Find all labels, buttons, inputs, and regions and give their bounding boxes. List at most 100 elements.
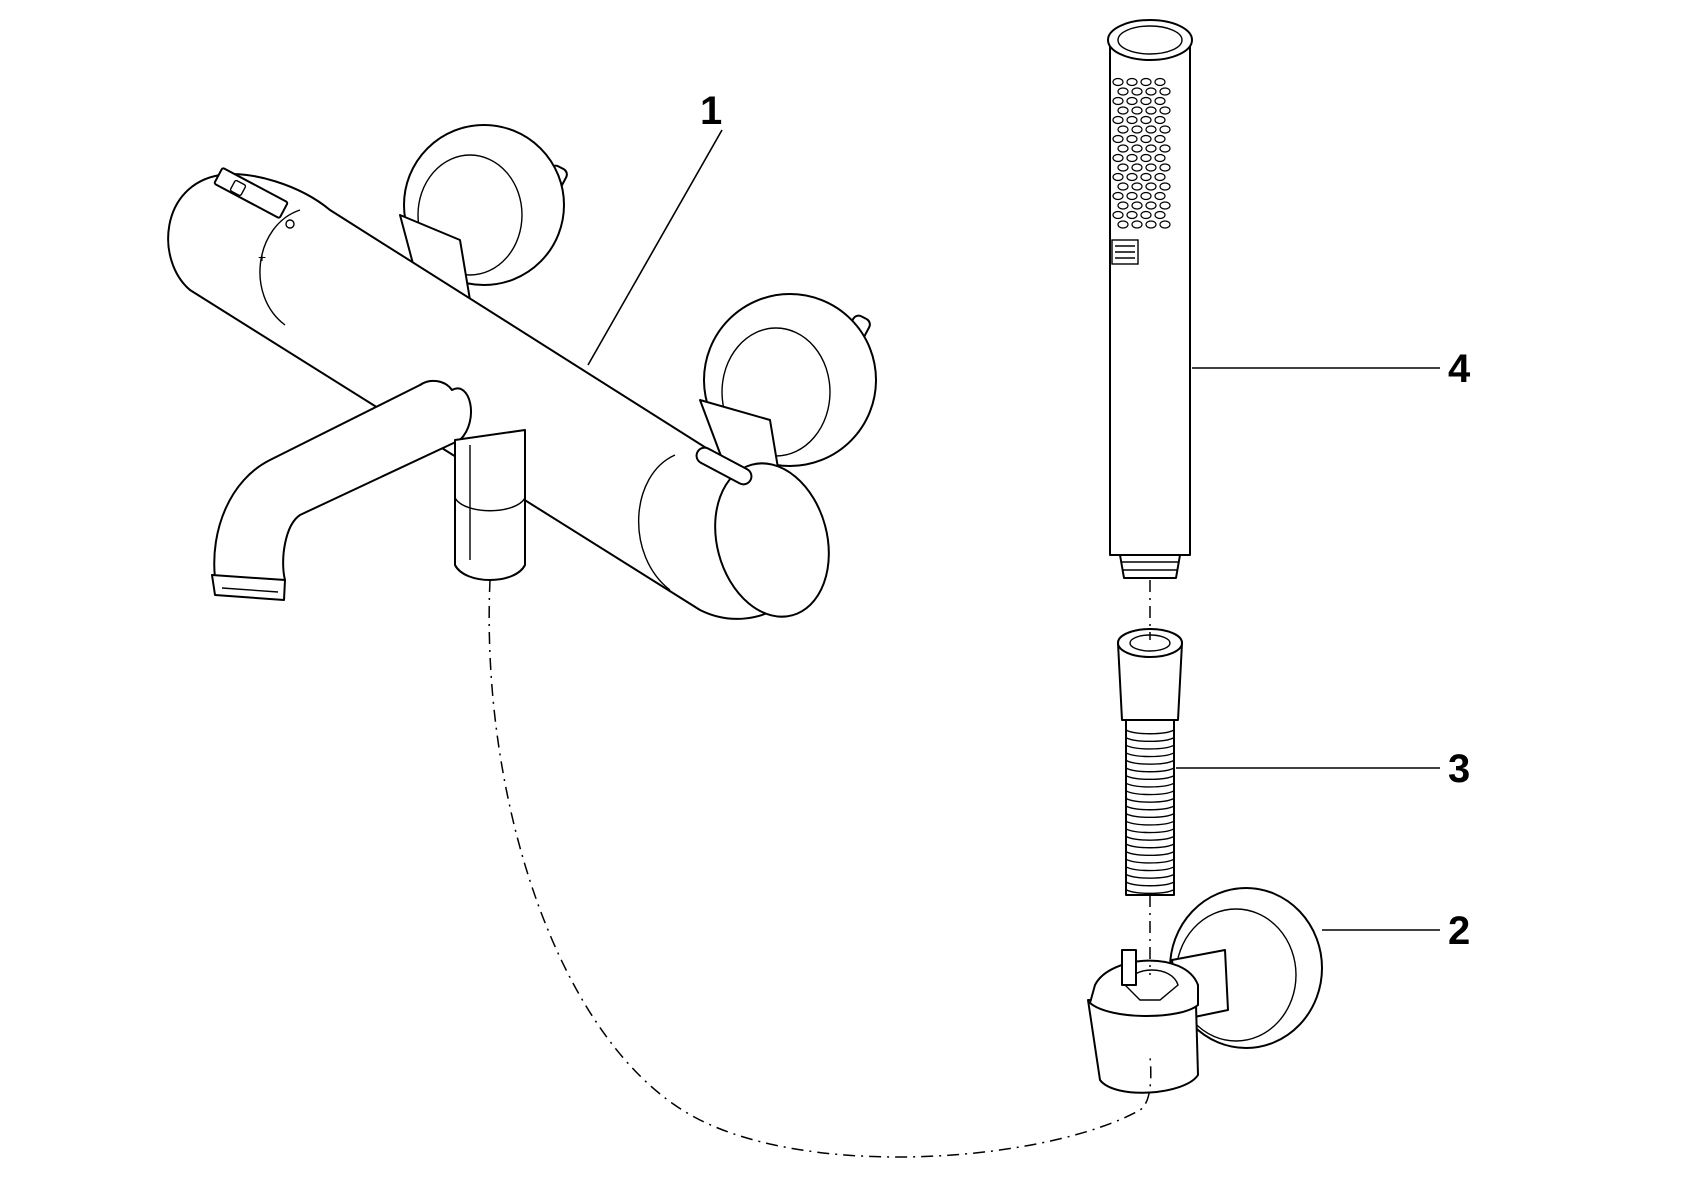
nozzle-hole — [1112, 96, 1124, 106]
hose-ring — [1125, 888, 1175, 895]
nozzle-hole — [1154, 191, 1166, 201]
nozzle-hole — [1159, 144, 1171, 153]
hose-ring — [1125, 881, 1175, 887]
nozzle-hole — [1140, 96, 1152, 106]
nozzle-hole — [1126, 153, 1138, 163]
nozzle-hole — [1145, 220, 1157, 229]
rear-wall-flange — [399, 124, 568, 301]
hose-ring — [1125, 790, 1175, 796]
nozzle-hole — [1154, 134, 1166, 144]
nozzle-hole — [1159, 182, 1171, 191]
hose-ring — [1125, 835, 1175, 841]
brand-logo-icon — [1111, 239, 1139, 265]
nozzle-hole — [1140, 210, 1152, 220]
leader-line-1 — [587, 129, 723, 366]
nozzle-hole — [1131, 87, 1143, 96]
nozzle-hole — [1145, 182, 1157, 191]
nozzle-hole — [1159, 201, 1171, 210]
nozzle-hole — [1140, 115, 1152, 125]
callout-1: 1 — [700, 89, 722, 133]
nozzle-hole — [1154, 77, 1166, 87]
nozzle-hole — [1159, 163, 1171, 172]
hose-ring — [1125, 812, 1175, 819]
nozzle-hole — [1117, 144, 1129, 153]
nozzle-hole — [1126, 77, 1138, 87]
nozzle-hole — [1126, 115, 1138, 125]
mixer-body: + — [167, 167, 830, 620]
front-wall-flange — [699, 293, 877, 481]
nozzle-hole — [1112, 210, 1124, 220]
nozzle-hole — [1154, 96, 1166, 106]
nozzle-hole — [1112, 134, 1124, 144]
hose-spiral — [1125, 729, 1175, 895]
nozzle-hole — [1131, 106, 1143, 115]
hose-ring — [1125, 752, 1175, 758]
svg-text:+: + — [258, 249, 266, 265]
nozzle-hole — [1117, 106, 1129, 115]
nozzle-hole — [1140, 191, 1152, 201]
nozzle-hole — [1126, 191, 1138, 201]
nozzle-hole — [1140, 153, 1152, 163]
nozzle-hole — [1126, 210, 1138, 220]
nozzle-hole — [1131, 163, 1143, 172]
nozzle-hole — [1112, 153, 1124, 163]
nozzle-hole — [1117, 182, 1129, 191]
nozzle-hole — [1131, 125, 1143, 134]
nozzle-hole — [1154, 115, 1166, 125]
nozzle-hole — [1126, 172, 1138, 182]
hose-ring — [1125, 866, 1175, 872]
hose-ring — [1125, 767, 1175, 773]
callout-2: 2 — [1448, 909, 1470, 953]
nozzle-hole — [1140, 77, 1152, 87]
nozzle-hole — [1126, 134, 1138, 144]
nozzle-hole — [1112, 77, 1124, 87]
nozzle-hole — [1140, 172, 1152, 182]
nozzle-hole — [1154, 210, 1166, 220]
nozzle-hole — [1112, 172, 1124, 182]
nozzle-hole — [1117, 201, 1129, 210]
nozzle-hole — [1159, 87, 1171, 96]
hose-ring — [1125, 744, 1175, 750]
shower-hose — [1117, 628, 1183, 896]
spray-nozzles — [1112, 77, 1171, 229]
nozzle-hole — [1159, 125, 1171, 134]
nozzle-hole — [1140, 134, 1152, 144]
nozzle-hole — [1159, 220, 1171, 229]
nozzle-hole — [1131, 220, 1143, 229]
hose-ring — [1125, 782, 1175, 788]
nozzle-hole — [1145, 125, 1157, 134]
hose-ring — [1125, 820, 1175, 826]
nozzle-hole — [1145, 144, 1157, 153]
callout-3: 3 — [1448, 747, 1470, 791]
hose-ring — [1125, 850, 1175, 857]
wall-holder — [1087, 887, 1323, 1094]
bath-spout — [211, 379, 473, 601]
nozzle-hole — [1131, 144, 1143, 153]
assembly-path-line — [488, 579, 1152, 1158]
nozzle-hole — [1154, 172, 1166, 182]
nozzle-hole — [1131, 182, 1143, 191]
nozzle-hole — [1112, 115, 1124, 125]
nozzle-hole — [1145, 106, 1157, 115]
nozzle-hole — [1112, 191, 1124, 201]
nozzle-hole — [1131, 201, 1143, 210]
nozzle-hole — [1117, 163, 1129, 172]
nozzle-hole — [1154, 153, 1166, 163]
nozzle-hole — [1145, 201, 1157, 210]
nozzle-hole — [1145, 163, 1157, 172]
nozzle-hole — [1117, 125, 1129, 134]
hose-ring — [1125, 805, 1175, 811]
hose-outlet — [454, 429, 526, 581]
hose-ring — [1125, 759, 1175, 765]
hose-ring — [1125, 873, 1175, 879]
hose-ring — [1125, 858, 1175, 864]
nozzle-hole — [1117, 87, 1129, 96]
nozzle-hole — [1159, 106, 1171, 115]
hose-ring — [1125, 828, 1175, 834]
hose-ring — [1125, 729, 1175, 735]
nozzle-hole — [1145, 87, 1157, 96]
hose-ring — [1125, 736, 1175, 743]
hose-ring — [1125, 843, 1175, 849]
hose-ring — [1125, 774, 1175, 781]
